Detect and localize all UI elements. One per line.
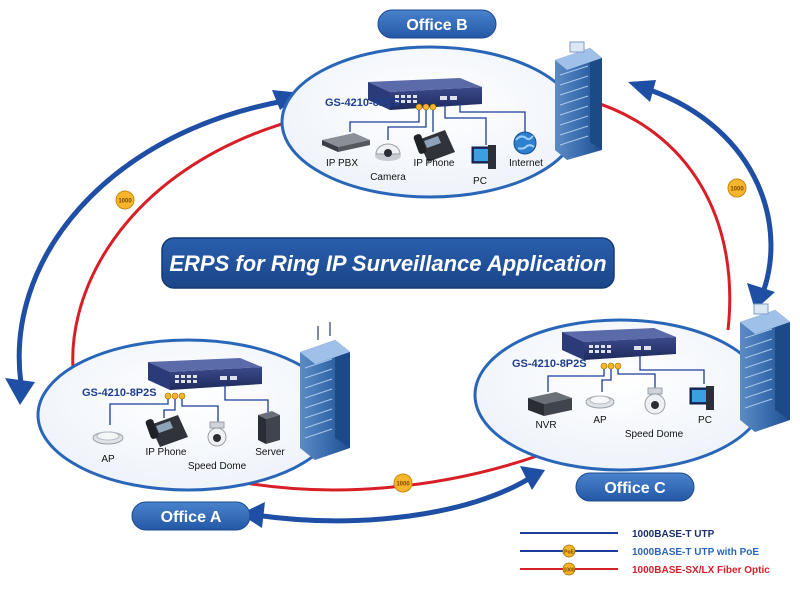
office-b-poe-markers — [415, 103, 437, 111]
office-b-area — [280, 45, 580, 199]
svg-text:1000: 1000 — [118, 199, 132, 205]
fiber-badge-left: 1000 — [115, 190, 135, 210]
ip-pbx-icon — [322, 133, 370, 152]
svg-text:Office B: Office B — [406, 17, 467, 34]
office-a-device-label: Speed Dome — [188, 461, 247, 472]
fiber-link-b-c — [587, 98, 732, 331]
office-a-device-label: IP Phone — [146, 447, 187, 458]
ip-phone-icon — [413, 130, 455, 162]
svg-text:1000: 1000 — [563, 568, 574, 574]
legend-item-fiber: 1000 1000BASE-SX/LX Fiber Optic — [520, 562, 770, 576]
fiber-badge-right: 1000 — [727, 178, 747, 198]
office-c-switch-model: GS-4210-8P2S — [512, 358, 587, 370]
legend: 1000BASE-T UTP PoE 1000BASE-T UTP with P… — [520, 529, 770, 576]
internet-icon — [513, 131, 537, 155]
office-c-pill: Office C — [575, 472, 695, 502]
fiber-link-a-c — [239, 453, 541, 492]
pc-icon — [689, 386, 714, 410]
office-a: GS-4210-8P2S AP IP P — [36, 322, 350, 492]
fiber-badge-bottom: 1000 — [393, 473, 413, 493]
office-c-device-label: Speed Dome — [625, 429, 684, 440]
office-b-switch-icon — [368, 78, 482, 110]
office-a-cabling — [109, 384, 269, 425]
arrow-a-b — [16, 97, 291, 391]
svg-text:PoE: PoE — [564, 550, 574, 556]
office-a-pill: Office A — [131, 501, 251, 531]
server-icon — [258, 411, 280, 444]
fiber-link-a-b — [71, 118, 296, 386]
svg-text:1000: 1000 — [396, 482, 410, 488]
office-c-building-icon — [740, 303, 790, 432]
office-c-cabling — [547, 354, 705, 392]
office-c-switch-icon — [562, 328, 676, 360]
office-a-poe-markers — [164, 392, 186, 400]
office-c-poe-markers — [600, 362, 622, 370]
pc-icon — [471, 145, 496, 169]
ring-arrows — [5, 80, 775, 528]
speed-dome-icon — [207, 421, 227, 447]
arrowhead-c2 — [520, 466, 545, 490]
office-a-device-label: Server — [255, 447, 285, 458]
office-b-device-label: Internet — [509, 158, 543, 169]
office-b-building-icon — [555, 41, 602, 160]
svg-text:1000: 1000 — [730, 187, 744, 193]
svg-text:Office A: Office A — [161, 509, 222, 526]
nvr-icon — [528, 392, 572, 416]
office-b-pill: Office B — [377, 9, 497, 39]
legend-item-utp-poe: PoE 1000BASE-T UTP with PoE — [520, 544, 759, 558]
svg-text:1000BASE-SX/LX Fiber Optic: 1000BASE-SX/LX Fiber Optic — [632, 565, 770, 576]
arrowhead-b2 — [628, 80, 656, 102]
svg-text:1000BASE-T UTP with PoE: 1000BASE-T UTP with PoE — [632, 547, 759, 558]
office-b: GS-4210-8P2S — [280, 41, 602, 199]
office-b-device-label: PC — [473, 176, 487, 187]
office-c: GS-4210-8P2S NVR AP — [473, 303, 790, 472]
arrowhead-a — [5, 378, 35, 405]
svg-text:1000BASE-T UTP: 1000BASE-T UTP — [632, 529, 715, 540]
office-b-device-label: IP PBX — [326, 158, 358, 169]
ap-icon — [92, 431, 124, 445]
legend-item-utp: 1000BASE-T UTP — [520, 529, 715, 540]
ap-icon — [585, 395, 615, 409]
arrowhead-c — [747, 283, 775, 310]
office-a-switch-icon — [148, 358, 262, 390]
office-a-switch-model: GS-4210-8P2S — [82, 387, 157, 399]
arrow-b-c — [649, 87, 774, 301]
office-b-device-label: IP Phone — [414, 158, 455, 169]
svg-text:ERPS for Ring IP Surveillance: ERPS for Ring IP Surveillance Applicatio… — [169, 251, 606, 276]
fiber-ring — [71, 98, 732, 492]
office-c-device-label: PC — [698, 415, 712, 426]
office-a-building-icon — [300, 322, 350, 460]
office-b-cabling — [349, 104, 526, 145]
office-b-device-label: Camera — [370, 172, 406, 183]
ip-phone-icon — [145, 415, 188, 447]
diagram-title: ERPS for Ring IP Surveillance Applicatio… — [161, 237, 615, 289]
camera-icon — [375, 143, 401, 161]
office-c-device-label: AP — [593, 415, 607, 426]
speed-dome-icon — [644, 387, 666, 415]
arrow-a-c — [254, 475, 532, 524]
office-b-switch-model: GS-4210-8P2S — [325, 97, 400, 109]
office-c-device-label: NVR — [535, 420, 556, 431]
svg-text:Office C: Office C — [604, 480, 666, 497]
office-a-device-label: AP — [101, 454, 115, 465]
arrowhead-a2 — [240, 502, 265, 528]
